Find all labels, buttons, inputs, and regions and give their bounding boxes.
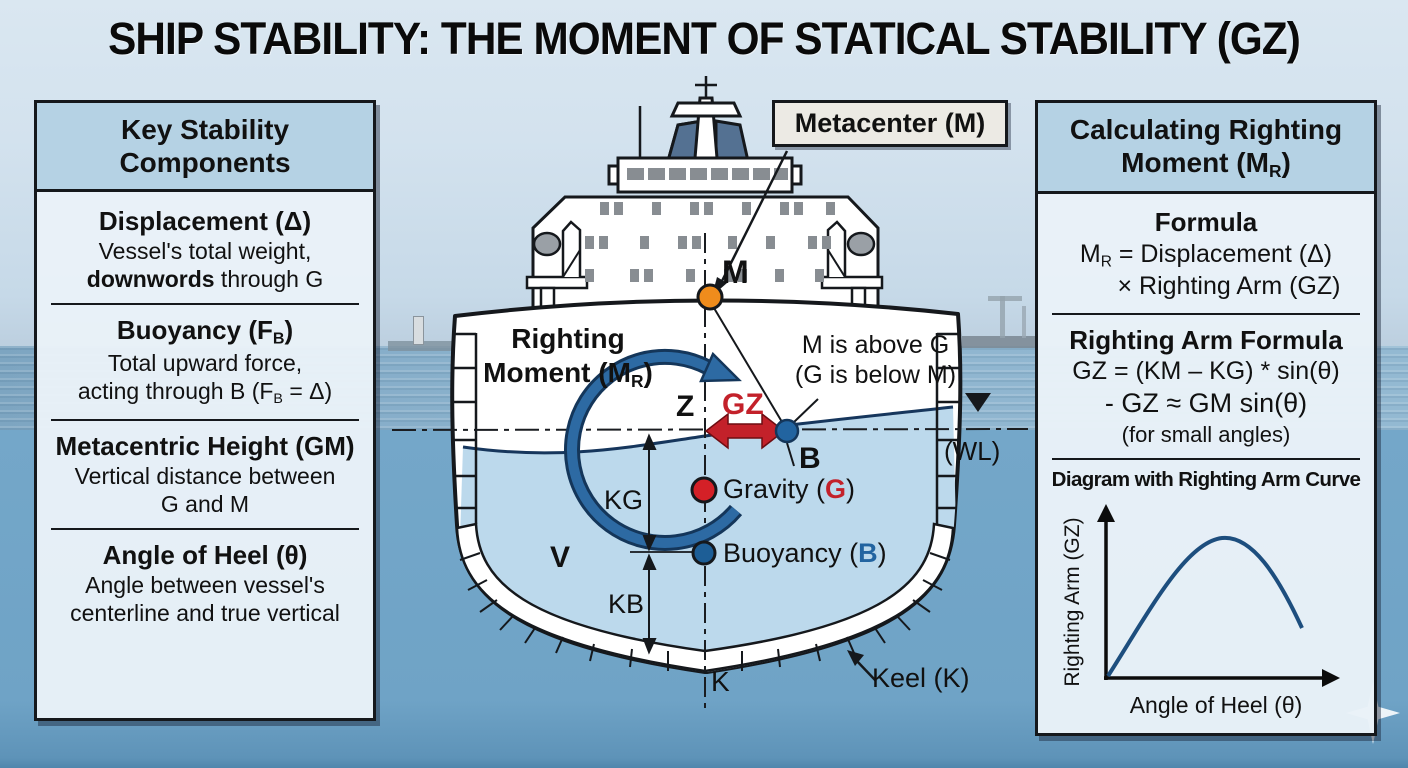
plating-ticks bbox=[459, 552, 951, 671]
davit-brace-left bbox=[562, 249, 581, 278]
key-stability-components-panel: Key Stability Components Displacement (Δ… bbox=[34, 100, 376, 721]
m-point-label: M bbox=[722, 254, 749, 290]
divider bbox=[1052, 312, 1360, 315]
superstructure-windows bbox=[585, 168, 835, 282]
metacenter-pointer-line bbox=[717, 150, 789, 288]
b-point-label: B bbox=[799, 442, 821, 475]
mast-crosstree bbox=[669, 101, 743, 118]
harbor-right-quay bbox=[962, 336, 1037, 348]
formula-section: Formula MR = Displacement (Δ) × Righting… bbox=[1079, 207, 1341, 301]
k-point-label: K bbox=[711, 666, 730, 697]
gravity-label: Gravity (G) bbox=[723, 474, 856, 504]
kg-kb-dimensions bbox=[630, 433, 694, 655]
righting-arm-curve-section: Diagram with Righting Arm Curve Righting… bbox=[1038, 460, 1374, 724]
lifeboat-left bbox=[532, 231, 562, 257]
davit-platform-right bbox=[820, 275, 884, 290]
funnel-right bbox=[714, 119, 750, 163]
curve-title: Diagram with Righting Arm Curve bbox=[1051, 468, 1361, 492]
buoyancy-label: Buoyancy (B) bbox=[723, 538, 887, 568]
page-title: SHIP STABILITY: THE MOMENT OF STATICAL S… bbox=[108, 13, 1301, 64]
superstructure bbox=[525, 76, 884, 314]
bottom-plating bbox=[455, 522, 955, 673]
lighthouse bbox=[413, 316, 424, 345]
metacenter-dot bbox=[696, 283, 724, 311]
righting-arm-curve-plot: Righting Arm (GZ) Angle of Heel (θ) bbox=[1038, 492, 1374, 724]
lifeboat-right bbox=[846, 231, 876, 257]
b-label-line bbox=[786, 442, 795, 467]
v-volume-label: V bbox=[550, 541, 571, 574]
right-panel-header: Calculating Righting Moment (MR) bbox=[1038, 103, 1374, 195]
righting-moment-label: Righting Moment (MR) bbox=[483, 323, 653, 391]
buoyancy-dot bbox=[691, 540, 717, 566]
righting-arm-formula-section: Righting Arm Formula GZ = (KM – KG) * si… bbox=[1069, 324, 1343, 447]
keel-pointer-line bbox=[854, 658, 877, 682]
divider bbox=[51, 418, 359, 421]
buoyancy-section: Buoyancy (FB) Total upward force, acting… bbox=[77, 315, 333, 408]
z-b-waterline-dot bbox=[774, 418, 800, 444]
divider bbox=[51, 527, 359, 530]
calculating-righting-moment-panel: Calculating Righting Moment (MR) Formula… bbox=[1035, 100, 1377, 736]
keel-label: Keel (K) bbox=[872, 663, 970, 693]
keel-pointer-arrowhead bbox=[847, 650, 864, 666]
divider bbox=[1052, 458, 1360, 461]
wl-label: (WL) bbox=[944, 436, 1001, 466]
m-above-g-note: M is above G (G is below M) bbox=[794, 331, 957, 389]
crane-boom bbox=[988, 296, 1022, 301]
davit-frame-left bbox=[561, 220, 582, 277]
gz-label: GZ bbox=[722, 388, 764, 421]
ship-cross-section-diagram bbox=[391, 76, 1029, 712]
righting-moment-arrow bbox=[564, 348, 743, 551]
z-point-label: Z bbox=[676, 390, 695, 423]
metacenter-label-box: Metacenter (M) bbox=[772, 100, 1008, 147]
m-to-b-line bbox=[710, 302, 786, 428]
curve-xlabel: Angle of Heel (θ) bbox=[1129, 692, 1303, 719]
displacement-section: Displacement (Δ) Vessel's total weight, … bbox=[86, 206, 324, 293]
crane-post-2 bbox=[1022, 306, 1026, 338]
metacenter-label: Metacenter (M) bbox=[794, 108, 986, 138]
waterline-marker-icon bbox=[965, 393, 991, 412]
davit-platform-left bbox=[525, 275, 589, 290]
crane-post bbox=[1000, 296, 1005, 338]
curve-axes-and-line bbox=[1097, 504, 1340, 688]
subscript-r: R bbox=[630, 370, 644, 391]
metacentric-height-section: Metacentric Height (GM) Vertical distanc… bbox=[55, 430, 355, 517]
breakwater-left bbox=[388, 341, 473, 351]
curve-ylabel: Righting Arm (GZ) bbox=[1061, 517, 1084, 687]
davit-brace-right bbox=[827, 249, 846, 278]
davit-frame-right bbox=[826, 220, 847, 277]
angle-of-heel-section: Angle of Heel (θ) Angle between vessel's… bbox=[70, 539, 340, 627]
kg-label: KG bbox=[604, 485, 644, 515]
b-pointer-line bbox=[792, 398, 819, 424]
divider bbox=[51, 303, 359, 306]
left-panel-header: Key Stability Components bbox=[37, 103, 373, 193]
gz-curve bbox=[1106, 536, 1304, 678]
kb-label: KB bbox=[608, 589, 645, 619]
gravity-dot bbox=[690, 476, 718, 504]
